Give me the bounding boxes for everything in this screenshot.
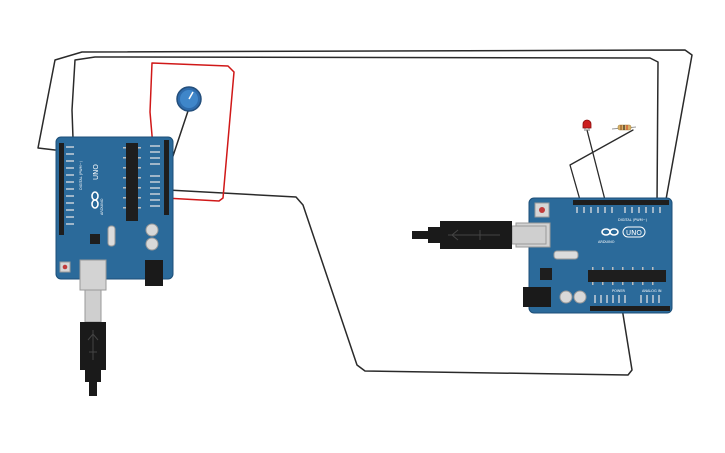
right-power-header [590, 306, 670, 311]
right-analog-label: ANALOG IN [642, 289, 662, 293]
left-chip-legs [123, 147, 141, 209]
right-power-label: POWER [612, 289, 626, 293]
left-usb-cable[interactable] [80, 289, 106, 396]
right-digital-pins [576, 207, 661, 213]
right-usb-cable[interactable] [412, 221, 547, 249]
led-icon[interactable] [582, 119, 592, 131]
left-crystal [107, 225, 116, 247]
right-arduino-logo: UNO [601, 226, 646, 238]
left-logo-uno: UNO [92, 164, 100, 180]
left-arduino-board[interactable]: UNO ARDUINO DIGITAL (PWM~) [55, 136, 174, 291]
wire-led[interactable] [586, 129, 606, 201]
wire-resistor[interactable] [569, 129, 634, 201]
left-mcu-chip [126, 143, 138, 221]
wires [37, 49, 693, 376]
left-capacitor-2 [145, 237, 159, 251]
left-brand-text: ARDUINO [100, 198, 104, 215]
right-chip-legs [592, 267, 654, 285]
right-dc-jack [523, 287, 551, 307]
left-usb-plug-metal [84, 289, 102, 323]
left-digital-label: DIGITAL (PWM~) [79, 160, 83, 190]
resistor-icon[interactable] [611, 124, 637, 131]
right-capacitor-1 [559, 290, 573, 304]
right-capacitor-2 [573, 290, 587, 304]
right-crystal [553, 250, 579, 260]
right-power-pins [594, 295, 660, 303]
wire-bottom-loop[interactable] [167, 189, 633, 376]
left-board-pcb [55, 136, 174, 280]
left-power-header [164, 140, 169, 215]
left-digital-pins [66, 146, 74, 225]
left-capacitor-1 [145, 223, 159, 237]
right-brand-text: ARDUINO [598, 240, 615, 244]
left-usb-port [79, 259, 107, 291]
right-usb-chip [540, 268, 552, 280]
right-mcu-chip [588, 270, 666, 282]
potentiometer-icon[interactable] [176, 86, 202, 112]
wire-top-loop[interactable] [37, 49, 693, 206]
right-digital-header [573, 200, 669, 205]
right-digital-label: DIGITAL (PWM~) [618, 218, 648, 222]
usb-b-plug-icon [412, 221, 512, 249]
right-usb-plug-metal [511, 225, 547, 245]
right-arduino-board[interactable]: DIGITAL (PWM~) POWER ANALOG IN [515, 197, 673, 314]
arduino-infinity-icon [601, 228, 619, 236]
left-digital-header [59, 143, 64, 235]
left-arduino-logo: UNO [91, 164, 100, 209]
left-dc-jack [145, 260, 163, 286]
left-power-pins [150, 145, 160, 207]
wire-upper-loop[interactable] [71, 56, 659, 206]
right-logo-uno: UNO [626, 229, 642, 237]
arduino-infinity-icon [91, 191, 99, 209]
left-usb-chip [90, 234, 100, 244]
usb-b-plug-icon [80, 322, 106, 396]
